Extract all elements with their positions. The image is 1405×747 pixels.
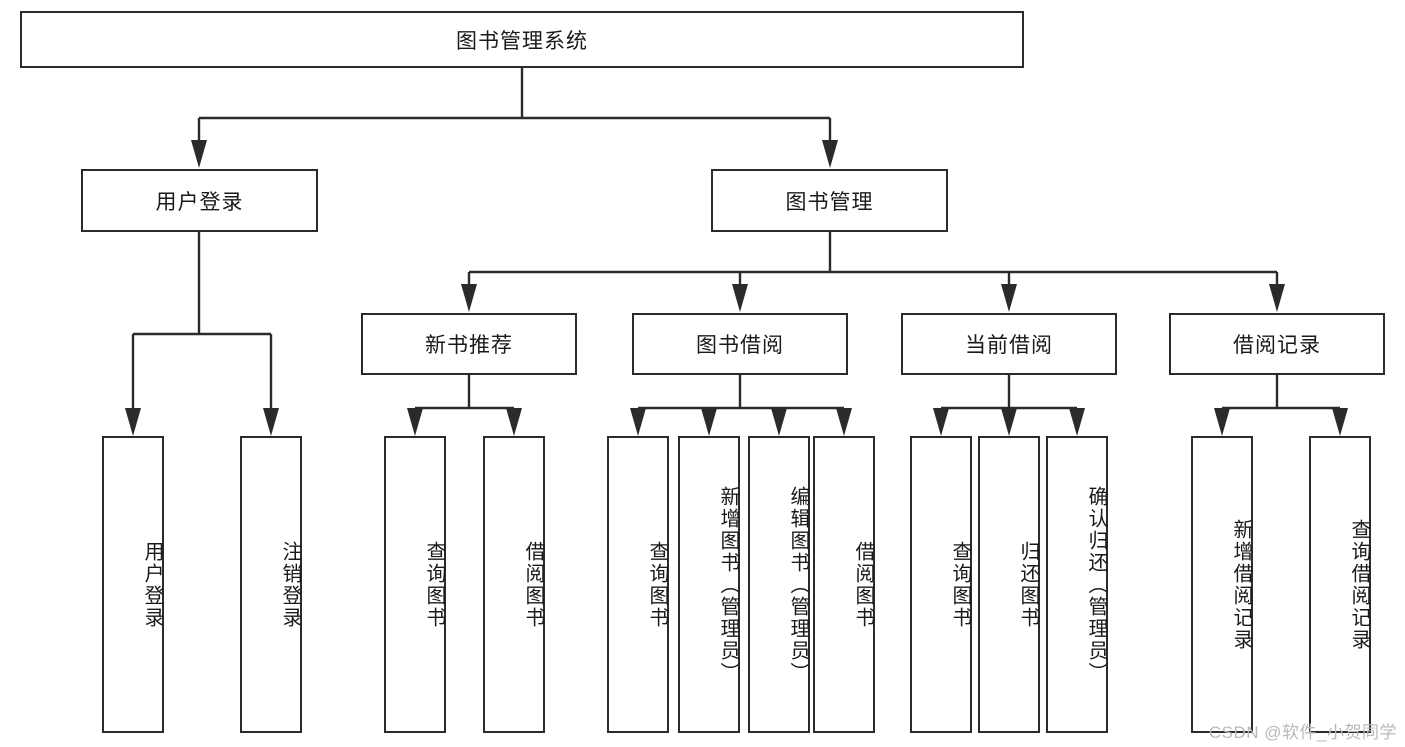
node-current-borrow[interactable]: 当前借阅 [901, 313, 1117, 375]
node-new-book-recommend[interactable]: 新书推荐 [361, 313, 577, 375]
node-book-management[interactable]: 图书管理 [711, 169, 948, 232]
node-label: 图书管理 [785, 190, 874, 214]
node-root-book-management-system[interactable]: 图书管理系统 [20, 11, 1024, 68]
leaf-current-borrow-return-book[interactable]: 归还图书 [978, 436, 1040, 733]
node-label: 归还图书 [1017, 540, 1039, 629]
leaf-user-login-login[interactable]: 用户登录 [102, 436, 164, 733]
leaf-user-login-logout[interactable]: 注销登录 [240, 436, 302, 733]
node-label: 查询图书 [949, 540, 971, 629]
node-label: 借阅图书 [522, 540, 544, 629]
node-label: 查询借阅记录 [1348, 518, 1370, 651]
node-label: 新增借阅记录 [1230, 518, 1252, 651]
node-label: 用户登录 [141, 540, 163, 629]
node-label: 查询图书 [423, 540, 445, 629]
leaf-new-book-query-book[interactable]: 查询图书 [384, 436, 446, 733]
node-label: 编辑图书（管理员） [787, 485, 809, 684]
node-label: 借阅图书 [852, 540, 874, 629]
node-label: 注销登录 [279, 540, 301, 629]
node-label: 用户登录 [155, 190, 244, 214]
leaf-borrow-record-query-record[interactable]: 查询借阅记录 [1309, 436, 1371, 733]
node-borrow-record[interactable]: 借阅记录 [1169, 313, 1385, 375]
node-label: 新增图书（管理员） [717, 485, 739, 684]
leaf-book-borrow-borrow-book[interactable]: 借阅图书 [813, 436, 875, 733]
leaf-current-borrow-confirm-return-admin[interactable]: 确认归还（管理员） [1046, 436, 1108, 733]
node-book-borrow[interactable]: 图书借阅 [632, 313, 848, 375]
node-label: 新书推荐 [425, 334, 513, 357]
node-label: 借阅记录 [1233, 334, 1321, 357]
leaf-book-borrow-add-book-admin[interactable]: 新增图书（管理员） [678, 436, 740, 733]
leaf-new-book-borrow-book[interactable]: 借阅图书 [483, 436, 545, 733]
csdn-watermark: CSDN @软件_小贺同学 [1208, 723, 1397, 742]
node-label: 当前借阅 [965, 334, 1053, 357]
leaf-borrow-record-add-record[interactable]: 新增借阅记录 [1191, 436, 1253, 733]
leaf-book-borrow-query-book[interactable]: 查询图书 [607, 436, 669, 733]
node-label: 图书借阅 [696, 334, 784, 357]
node-label: 查询图书 [646, 540, 668, 629]
node-label: 确认归还（管理员） [1085, 485, 1107, 684]
node-label: 图书管理系统 [456, 29, 588, 53]
leaf-book-borrow-edit-book-admin[interactable]: 编辑图书（管理员） [748, 436, 810, 733]
node-user-login[interactable]: 用户登录 [81, 169, 318, 232]
leaf-current-borrow-query-book[interactable]: 查询图书 [910, 436, 972, 733]
